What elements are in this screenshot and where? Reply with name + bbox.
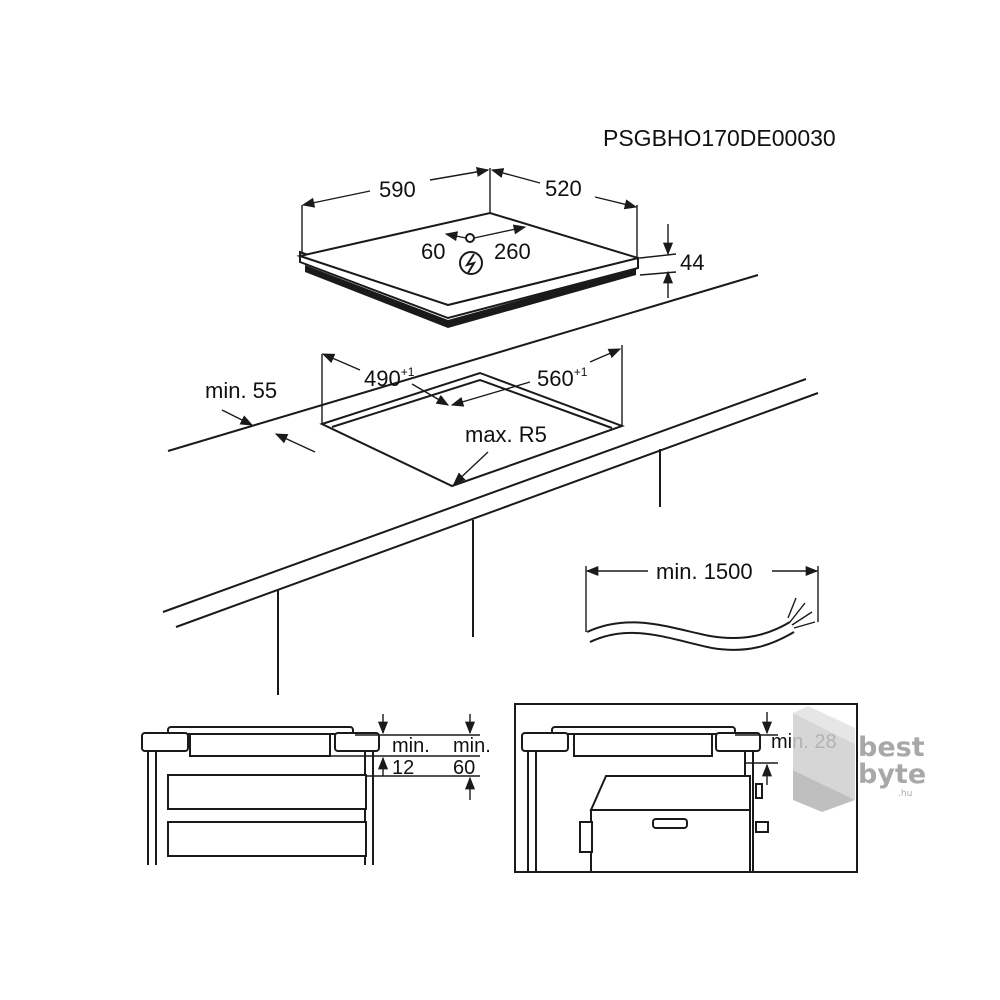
oven-top xyxy=(589,775,751,811)
dim-260-arrow xyxy=(473,224,527,239)
detail-oven: min. 28 xyxy=(514,703,858,873)
dim-r5-arrow xyxy=(453,451,489,485)
logo-cube-face xyxy=(793,770,855,812)
dim-490-arrow-left xyxy=(321,353,361,371)
worktop-front-top-edge xyxy=(162,378,807,613)
detail-oven-worktop-right xyxy=(715,732,761,752)
cable-strand xyxy=(586,621,791,639)
dim-590-arrow-left xyxy=(301,190,371,208)
hob-drawing xyxy=(296,211,642,328)
dim-connection-left: 60 xyxy=(421,239,445,264)
logo-text-hu: .hu xyxy=(898,789,912,799)
cable-strand xyxy=(589,631,795,651)
cable-wire-ends xyxy=(787,597,816,629)
worktop-drawing xyxy=(162,274,819,695)
dim-44-ext-top xyxy=(639,253,677,259)
detail-worktop-right xyxy=(334,732,380,752)
oven-knob xyxy=(755,821,769,833)
dim-55-arrow-in xyxy=(221,409,254,426)
dim-560-arrow-right xyxy=(589,348,622,363)
dim-hob-thickness: 44 xyxy=(680,250,704,275)
dim-490-arrow-right xyxy=(411,383,450,406)
dim-corner-radius: max. R5 xyxy=(465,422,547,447)
detail-gap-b-value: 60 xyxy=(453,757,475,779)
logo-cube-face xyxy=(793,706,855,744)
detail-worktop-left xyxy=(141,732,189,752)
model-code: PSGBHO170DE00030 xyxy=(603,125,836,151)
detail-hob-body xyxy=(189,733,331,757)
worktop-back-edge xyxy=(167,274,759,452)
dim-cutout-depth: 560+1 xyxy=(537,365,588,391)
detail-oven-worktop-left xyxy=(521,732,569,752)
logo-cube-face xyxy=(793,713,855,800)
drawer xyxy=(167,821,367,857)
detail-drawers: min. 12 min. 60 xyxy=(141,714,491,865)
dim-590-arrow-right xyxy=(429,166,490,181)
dim-55-arrow-out xyxy=(274,433,316,453)
dim-520-arrow-right xyxy=(594,196,638,210)
hob-top-surface xyxy=(296,211,642,307)
dim-520-arrow-left xyxy=(490,168,541,184)
connection-point xyxy=(465,233,475,243)
detail-gap-a-value: 12 xyxy=(392,757,414,779)
detail-oven-hob-plate xyxy=(551,726,736,735)
hob-bottom-band xyxy=(305,265,636,328)
logo-text-best: best xyxy=(858,732,925,763)
dim-44-ext-bottom xyxy=(639,271,677,276)
dim-hob-width: 590 xyxy=(379,177,416,202)
dim-hob-depth: 520 xyxy=(545,176,582,201)
power-cable-drawing: min. 1500 xyxy=(585,559,819,651)
drawer xyxy=(167,774,367,810)
oven-handle xyxy=(652,818,688,829)
detail-gap-b-label: min. xyxy=(453,735,491,757)
dim-cutout-width: 490+1 xyxy=(364,365,415,391)
dim-edge-distance: min. 55 xyxy=(205,378,277,403)
dim-cable-length: min. 1500 xyxy=(656,559,753,584)
dim-60-arrow xyxy=(444,231,467,242)
bestbyte-logo: best byte .hu xyxy=(793,706,926,812)
oven-knob xyxy=(755,783,763,799)
detail-hob-plate xyxy=(167,726,354,735)
worktop-front-bottom-edge xyxy=(175,392,819,628)
dim-560-arrow-left xyxy=(450,381,531,407)
detail-oven-hob-body xyxy=(573,733,713,757)
oven-side-piece xyxy=(579,821,593,853)
dim-connection-right: 260 xyxy=(494,239,531,264)
cutout-inner-edge xyxy=(331,378,613,429)
electric-symbol-icon xyxy=(459,251,483,275)
logo-text-byte: byte xyxy=(858,759,926,790)
detail-gap-a-label: min. xyxy=(392,735,430,757)
